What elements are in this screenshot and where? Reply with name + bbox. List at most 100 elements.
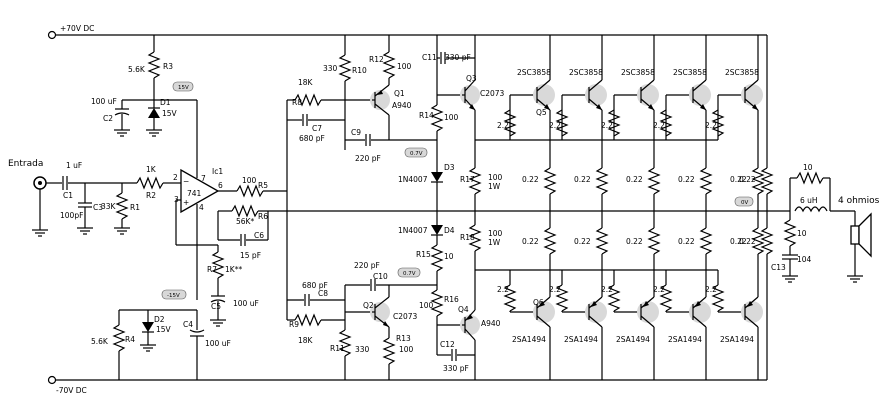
d4-part: 1N4007	[398, 226, 428, 235]
inductor-icon	[794, 206, 828, 213]
pnp-emitter-res: 0.22	[522, 237, 539, 246]
tag-07v-top	[404, 147, 428, 158]
feedback-network: 100 R5 56K* R6 C6 15 pF R7 1K** C5 100 u…	[207, 100, 767, 327]
rl-value: 10	[803, 163, 813, 172]
c3-ref: C3	[93, 203, 103, 212]
r15-value: 10	[444, 252, 454, 261]
npn-highlight	[637, 84, 659, 106]
npn-emitter-res: 0.22	[678, 175, 695, 184]
q5-ref: Q5	[536, 108, 547, 117]
tag-15v-text: 15V	[178, 85, 189, 91]
ground-icon	[114, 227, 130, 235]
c10-value: 220 pF	[354, 261, 380, 270]
r18-ref: R18	[460, 233, 475, 242]
zener-d2-icon	[142, 322, 154, 332]
q1-arrow-icon	[377, 90, 383, 95]
zener-d1-icon	[148, 108, 160, 118]
ground-icon	[140, 344, 156, 352]
driver-stage-bottom: 680 pF C8 R9 18K R11 330 Q2 C2073 R13 10…	[287, 261, 437, 380]
r17-watt: 1W	[488, 182, 501, 191]
q3-part: C2073	[480, 89, 505, 98]
pnp-base-res: 2.2	[601, 285, 613, 294]
pnp-part: 2SA1494	[512, 335, 546, 344]
r15-ref: R15	[416, 250, 431, 259]
c6-value: 15 pF	[240, 251, 261, 260]
npn-highlight	[585, 84, 607, 106]
ground-icon	[114, 129, 130, 137]
r3-value: 5.6K	[128, 65, 146, 74]
c5-value: 100 uF	[233, 299, 259, 308]
tag-m15v	[161, 289, 187, 300]
negative-rail-label: -70V DC	[56, 386, 87, 395]
c12-value: 330 pF	[443, 364, 469, 373]
r18-watt: 1W	[488, 238, 501, 247]
c12-ref: C12	[440, 340, 455, 349]
output-network: 0V 10 6 uH 10 104 C13 4 ohmios	[734, 163, 880, 283]
resistor-r1: 33K R1	[101, 183, 140, 235]
r9-ref: R9	[289, 320, 299, 329]
npn-highlight	[533, 84, 555, 106]
q1-part: A940	[392, 101, 412, 110]
q3-ref: Q3	[466, 74, 477, 83]
c5-ref: C5	[211, 302, 221, 311]
zobel-c-ref: C13	[771, 263, 786, 272]
diode-d3-icon	[431, 172, 443, 182]
pnp-part: 2SA1494	[668, 335, 702, 344]
npn-part: 2SC3858	[673, 68, 707, 77]
npn-emitter-res: 0.22	[730, 175, 747, 184]
r1-value: 33K	[101, 202, 117, 211]
r13-value: 100	[399, 345, 414, 354]
d3-ref: D3	[444, 163, 455, 172]
speaker-icon	[850, 212, 872, 258]
tag-m15v-text: -15V	[167, 293, 180, 299]
pin-4: 4	[199, 203, 204, 212]
r9-value: 18K	[298, 336, 314, 345]
pnp-arrow-icon	[747, 301, 753, 307]
plus-sign: +	[183, 198, 189, 207]
positive-terminal	[47, 30, 57, 40]
ground-icon	[847, 275, 863, 283]
npn-highlight	[689, 84, 711, 106]
ground-icon	[32, 229, 48, 237]
d2-ref: D2	[154, 315, 165, 324]
q2-arrow-icon	[383, 321, 389, 327]
q2-ref: Q2	[363, 301, 374, 310]
capacitor-c1: 1 uF C1	[62, 161, 82, 200]
c7-ref: C7	[312, 124, 322, 133]
predriver-q4: Q4 A940 C12 330 pF	[436, 305, 501, 380]
c11-ref: C11	[422, 53, 437, 62]
r3-ref: R3	[163, 62, 173, 71]
npn-part: 2SC3858	[725, 68, 759, 77]
npn-emitter-res: 0.22	[574, 175, 591, 184]
pnp-arrow-icon	[695, 301, 701, 307]
opamp-741: 741 Ic1 2 3 6 7 4 − + 15V -15V	[161, 81, 237, 300]
pnp-arrow-icon	[539, 301, 545, 307]
opamp-icon	[180, 168, 220, 214]
input-jack-center	[38, 181, 42, 185]
rail-emitter-res-bottom: 0.22	[739, 237, 756, 246]
positive-rail-label: +70V DC	[60, 24, 94, 33]
r11-ref: R11	[330, 344, 345, 353]
d2-value: 15V	[156, 325, 172, 334]
ground-icon	[146, 129, 162, 137]
c11-value: 330 pF	[445, 53, 471, 62]
c1-value: 1 uF	[66, 161, 82, 170]
r14-ref: R14	[419, 111, 434, 120]
q4-ref: Q4	[458, 305, 469, 314]
c2-ref: C2	[103, 114, 113, 123]
d3-part: 1N4007	[398, 175, 428, 184]
r8-value: 18K	[298, 78, 314, 87]
positive-rail: +70V DC	[47, 24, 767, 40]
npn-arrow-icon	[648, 104, 654, 110]
r12-value: 100	[397, 62, 412, 71]
q1-ref: Q1	[394, 89, 405, 98]
r11-value: 330	[355, 345, 370, 354]
npn-base-res: 2.2	[705, 121, 717, 130]
npn-arrow-icon	[596, 104, 602, 110]
r7-ref: R7	[207, 265, 217, 274]
